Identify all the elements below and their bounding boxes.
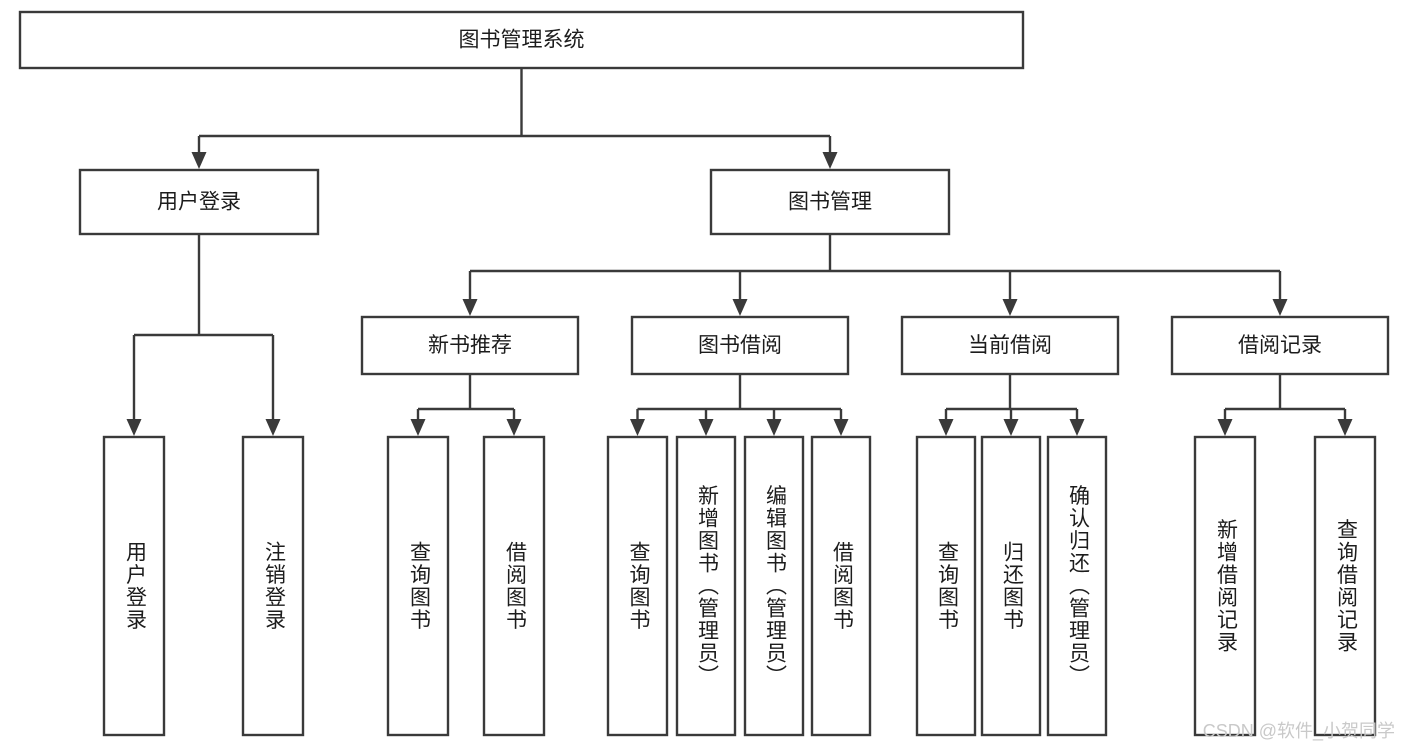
level2-node-用户登录[interactable]: 用户登录	[78, 168, 320, 236]
arrow-head-book-mgmt-借阅记录	[1272, 299, 1288, 316]
arrow-head-book-mgmt-当前借阅	[1002, 299, 1018, 316]
node-label: 新书推荐	[428, 334, 512, 357]
level3-node-借阅记录[interactable]: 借阅记录	[1170, 315, 1390, 376]
node-label: 当前借阅	[968, 334, 1052, 357]
arrow-head-图书借阅-新增图书-管理员	[698, 419, 714, 436]
node-label: 查询图书	[407, 541, 431, 631]
node-label: 查询借阅记录	[1334, 519, 1358, 654]
node-box	[1193, 435, 1257, 737]
leaf-node-查询图书[interactable]: 查询图书	[915, 435, 977, 737]
level2-node-图书管理[interactable]: 图书管理	[709, 168, 951, 236]
leaf-node-新增图书-管理员[interactable]: 新增图书（管理员）	[675, 435, 737, 737]
level3-node-当前借阅[interactable]: 当前借阅	[900, 315, 1120, 376]
leaf-node-新增借阅记录[interactable]: 新增借阅记录	[1193, 435, 1257, 737]
arrow-head-新书推荐-借阅图书	[506, 419, 522, 436]
node-label: 归还图书	[1000, 541, 1024, 631]
node-label: 图书管理系统	[459, 29, 585, 52]
node-label: 借阅图书	[830, 541, 854, 631]
node-label: 借阅图书	[503, 541, 527, 631]
node-label: 新增图书（管理员）	[695, 485, 719, 688]
leaf-node-注销登录[interactable]: 注销登录	[241, 435, 305, 737]
arrow-head-图书借阅-查询图书	[630, 419, 645, 436]
leaf-node-归还图书[interactable]: 归还图书	[980, 435, 1042, 737]
node-box	[810, 435, 872, 737]
leaf-node-编辑图书-管理员[interactable]: 编辑图书（管理员）	[743, 435, 805, 737]
connector-layer	[126, 68, 1353, 436]
arrow-head-借阅记录-查询借阅记录	[1337, 419, 1353, 436]
arrow-head-book-mgmt-图书借阅	[732, 299, 748, 316]
arrow-head-图书借阅-借阅图书	[833, 419, 849, 436]
node-label: 注销登录	[262, 541, 286, 631]
arrow-head-图书借阅-编辑图书-管理员	[766, 419, 782, 436]
node-label: 确认归还（管理员）	[1066, 485, 1090, 688]
node-box	[18, 10, 1025, 70]
node-box	[675, 435, 737, 737]
node-box	[1046, 435, 1108, 737]
node-box	[102, 435, 166, 737]
node-label: 查询图书	[627, 541, 651, 631]
arrow-head-当前借阅-确认归还-管理员	[1069, 419, 1085, 436]
root-node-图书管理系统[interactable]: 图书管理系统	[18, 10, 1025, 70]
node-label: 借阅记录	[1238, 334, 1322, 357]
arrow-head-user-login-注销登录	[265, 419, 281, 436]
arrow-head-root-图书管理	[822, 152, 838, 169]
leaf-node-用户登录[interactable]: 用户登录	[102, 435, 166, 737]
node-label: 编辑图书（管理员）	[763, 485, 787, 688]
csdn-watermark: CSDN @软件_小贺同学	[1202, 721, 1395, 741]
arrow-head-当前借阅-查询图书	[938, 419, 954, 436]
leaf-node-查询图书[interactable]: 查询图书	[606, 435, 669, 737]
node-box	[709, 168, 951, 236]
arrow-head-新书推荐-查询图书	[410, 419, 426, 436]
node-box	[360, 315, 580, 376]
node-box	[482, 435, 546, 737]
leaf-node-查询借阅记录[interactable]: 查询借阅记录	[1313, 435, 1377, 737]
leaf-node-借阅图书[interactable]: 借阅图书	[482, 435, 546, 737]
level3-node-图书借阅[interactable]: 图书借阅	[630, 315, 850, 376]
leaf-node-查询图书[interactable]: 查询图书	[386, 435, 450, 737]
node-box	[241, 435, 305, 737]
node-label: 用户登录	[157, 191, 241, 214]
node-label: 查询图书	[935, 541, 959, 631]
node-box	[78, 168, 320, 236]
node-box	[1170, 315, 1390, 376]
node-box	[386, 435, 450, 737]
arrow-head-book-mgmt-新书推荐	[462, 299, 478, 316]
node-box	[1313, 435, 1377, 737]
arrow-head-借阅记录-新增借阅记录	[1217, 419, 1233, 436]
node-label: 图书借阅	[698, 334, 782, 357]
node-layer: 图书管理系统用户登录图书管理新书推荐图书借阅当前借阅借阅记录用户登录注销登录查询…	[18, 10, 1390, 737]
node-label: 图书管理	[788, 191, 872, 214]
node-box	[900, 315, 1120, 376]
node-box	[606, 435, 669, 737]
node-box	[630, 315, 850, 376]
arrow-head-root-用户登录	[191, 152, 207, 169]
node-label: 用户登录	[123, 541, 147, 631]
node-label: 新增借阅记录	[1214, 519, 1238, 654]
arrow-head-当前借阅-归还图书	[1003, 419, 1019, 436]
leaf-node-借阅图书[interactable]: 借阅图书	[810, 435, 872, 737]
arrow-head-user-login-用户登录	[126, 419, 142, 436]
leaf-node-确认归还-管理员[interactable]: 确认归还（管理员）	[1046, 435, 1108, 737]
level3-node-新书推荐[interactable]: 新书推荐	[360, 315, 580, 376]
node-box	[915, 435, 977, 737]
node-box	[743, 435, 805, 737]
node-box	[980, 435, 1042, 737]
